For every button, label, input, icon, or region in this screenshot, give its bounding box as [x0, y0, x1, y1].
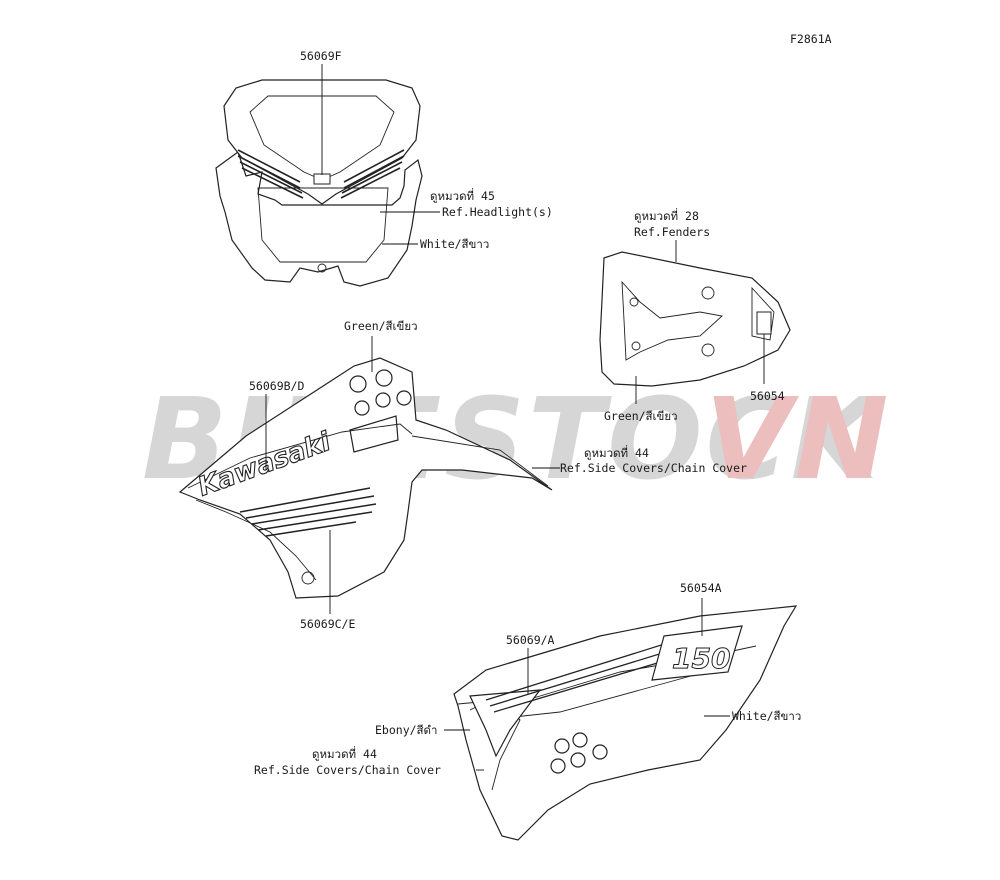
headlight-ref-thai: ดูหมวดที่ 45	[430, 188, 495, 203]
fender-ref: Ref.Fenders	[634, 225, 710, 239]
model-number-decal: 150	[672, 642, 730, 675]
figure-code: F2861A	[790, 32, 832, 46]
watermark-text-accent: VN	[705, 375, 891, 505]
side-cover-circles	[550, 732, 608, 774]
fender-part-number: 56054	[750, 389, 785, 403]
side-cover-ref: Ref.Side Covers/Chain Cover	[254, 763, 441, 777]
shroud-upper-part-number: 56069B/D	[249, 379, 304, 393]
shroud-ref-thai: ดูหมวดที่ 44	[584, 445, 649, 460]
fender-ref-thai: ดูหมวดที่ 28	[634, 208, 699, 223]
fender-logo-icon	[756, 311, 772, 335]
side-cover-dark-color: Ebony/สีดำ	[375, 723, 438, 737]
shroud-graphic-mark	[349, 415, 399, 453]
headlight-cover-part-number: 56069F	[300, 49, 342, 63]
side-cover-emblem-part-number: 56054A	[680, 581, 722, 595]
headlight-color: White/สีขาว	[420, 237, 489, 251]
side-cover-ref-thai: ดูหมวดที่ 44	[312, 746, 377, 761]
shroud-lower-part-number: 56069C/E	[300, 617, 355, 631]
side-cover-light-color: White/สีขาว	[732, 709, 801, 723]
fender-color: Green/สีเขียว	[604, 409, 678, 423]
headlight-stripes	[237, 149, 405, 199]
headlight-cover: 56069F ดูหมวดที่ 45 Ref.Headlight(s) Whi…	[215, 49, 553, 287]
side-cover-stripe-part-number: 56069/A	[506, 633, 555, 647]
side-cover: 150 56054A 56069/A Ebony/สีดำ ดูหมวดที่ …	[254, 581, 801, 841]
headlight-ref: Ref.Headlight(s)	[442, 205, 553, 219]
shroud-color: Green/สีเขียว	[344, 319, 418, 333]
model-number-emblem	[651, 625, 743, 681]
kawasaki-logo-icon	[313, 173, 331, 185]
shroud-ref: Ref.Side Covers/Chain Cover	[560, 461, 747, 475]
shroud-stripe-graphic	[239, 487, 377, 537]
shroud-green-circles	[349, 369, 412, 416]
rear-fender: ดูหมวดที่ 28 Ref.Fenders 56054 Green/สีเ…	[599, 208, 791, 423]
